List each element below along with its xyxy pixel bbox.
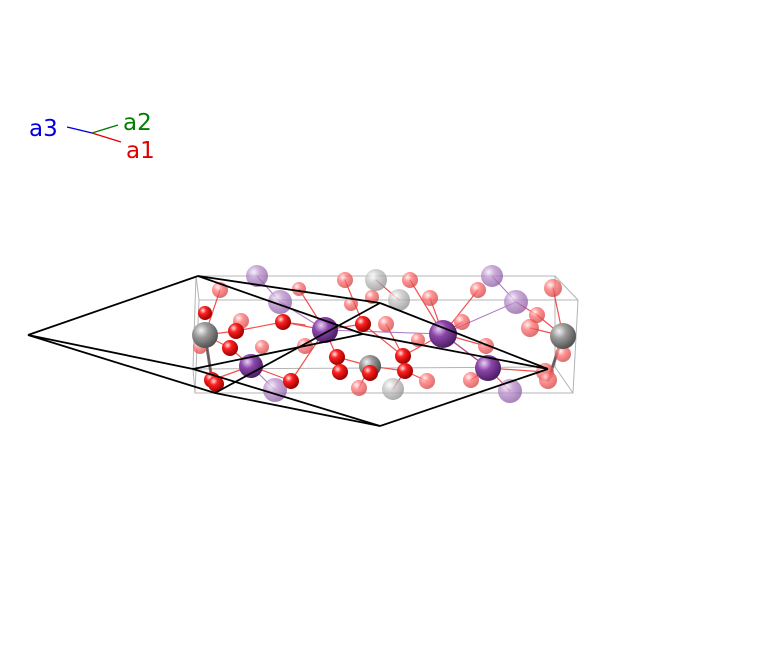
- purple-atom: [246, 265, 268, 287]
- purple-atom: [268, 290, 292, 314]
- a1-axis-label: a1: [126, 138, 155, 164]
- oxygen-atom: [422, 290, 438, 306]
- oxygen-atom: [228, 323, 244, 339]
- oxygen-atom: [478, 338, 494, 354]
- purple-atom: [239, 354, 263, 378]
- purple-atom: [504, 290, 528, 314]
- a2-axis-label: a2: [123, 110, 152, 136]
- oxygen-atom: [292, 282, 306, 296]
- oxygen-atom: [419, 373, 435, 389]
- gray-atom: [192, 322, 218, 348]
- gray-atom: [388, 289, 410, 311]
- oxygen-atom: [397, 363, 413, 379]
- oxygen-atom: [222, 340, 238, 356]
- oxygen-atom: [283, 373, 299, 389]
- purple-atom: [475, 355, 501, 381]
- gray-atom: [550, 323, 576, 349]
- oxygen-atom: [539, 371, 557, 389]
- oxygen-atom: [198, 306, 212, 320]
- oxygen-atom: [351, 380, 367, 396]
- oxygen-atom: [344, 297, 358, 311]
- oxygen-atom: [362, 365, 378, 381]
- oxygen-atom: [555, 346, 571, 362]
- gray-atom: [382, 378, 404, 400]
- oxygen-atom: [275, 314, 291, 330]
- oxygen-atom: [544, 279, 562, 297]
- oxygen-atom: [329, 349, 345, 365]
- oxygen-atom: [521, 319, 539, 337]
- oxygen-atom: [454, 314, 470, 330]
- axis-triad: a3 a2 a1: [29, 110, 155, 164]
- atoms: [192, 265, 576, 403]
- oxygen-atom: [463, 372, 479, 388]
- a2-axis-line: [91, 124, 119, 134]
- oxygen-atom: [332, 364, 348, 380]
- oxygen-atom: [337, 272, 353, 288]
- purple-atom: [481, 265, 503, 287]
- oxygen-atom: [529, 307, 545, 323]
- gray-atom: [365, 269, 387, 291]
- oxygen-atom: [208, 376, 224, 392]
- purple-atom: [498, 379, 522, 403]
- oxygen-atom: [402, 272, 418, 288]
- oxygen-atom: [395, 348, 411, 364]
- oxygen-atom: [470, 282, 486, 298]
- a3-axis-label: a3: [29, 116, 58, 142]
- a1-axis-line: [91, 132, 122, 143]
- oxygen-atom: [255, 340, 269, 354]
- purple-atom: [429, 320, 457, 348]
- oxygen-atom: [378, 316, 394, 332]
- oxygen-atom: [355, 316, 371, 332]
- a3-axis-line: [66, 126, 93, 134]
- primitive-cell-edges: [27, 275, 549, 427]
